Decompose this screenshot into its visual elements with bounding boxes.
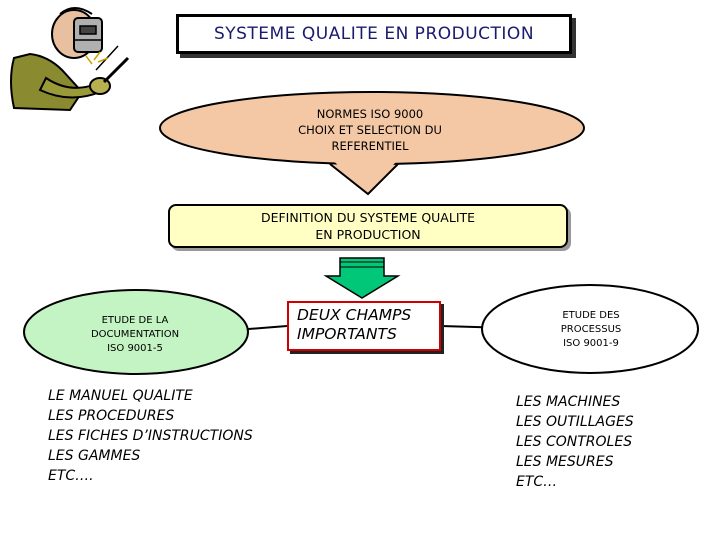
page-title: SYSTEME QUALITE EN PRODUCTION xyxy=(176,14,572,54)
processus-label: ETUDE DES PROCESSUS ISO 9001-9 xyxy=(510,304,672,356)
definition-box: DEFINITION DU SYSTEME QUALITE EN PRODUCT… xyxy=(168,204,568,248)
list-item: ETC…. xyxy=(48,468,94,484)
documentation-line: DOCUMENTATION xyxy=(90,329,180,340)
norms-line: CHOIX ET SELECTION DU xyxy=(298,123,442,137)
central-line: IMPORTANTS xyxy=(297,325,397,343)
list-item: LES FICHES D’INSTRUCTIONS xyxy=(48,428,253,444)
norms-callout: NORMES ISO 9000 CHOIX ET SELECTION DU RE… xyxy=(210,100,530,160)
list-item: LE MANUEL QUALITE xyxy=(48,388,193,404)
documentation-list: LE MANUEL QUALITE LES PROCEDURES LES FIC… xyxy=(48,386,253,486)
list-item: ETC… xyxy=(516,474,558,490)
down-arrow-icon xyxy=(323,257,401,299)
documentation-line: ETUDE DE LA xyxy=(101,315,169,326)
list-item: LES GAMMES xyxy=(48,448,141,464)
processus-line: PROCESSUS xyxy=(560,324,622,335)
list-item: LES OUTILLAGES xyxy=(516,414,634,430)
processus-line: ETUDE DES xyxy=(562,310,620,321)
processus-line: ISO 9001-9 xyxy=(563,338,619,349)
processus-ellipse xyxy=(481,284,699,374)
norms-line: NORMES ISO 9000 xyxy=(316,107,424,121)
list-item: LES PROCEDURES xyxy=(48,408,175,424)
title-text: SYSTEME QUALITE EN PRODUCTION xyxy=(213,24,535,44)
definition-line: DEFINITION DU SYSTEME QUALITE xyxy=(260,210,476,225)
list-item: LES MACHINES xyxy=(516,394,621,410)
central-line: DEUX CHAMPS xyxy=(297,306,412,324)
documentation-label: ETUDE DE LA DOCUMENTATION ISO 9001-5 xyxy=(60,310,210,360)
documentation-ellipse xyxy=(23,289,249,375)
list-item: LES CONTROLES xyxy=(516,434,633,450)
documentation-line: ISO 9001-5 xyxy=(107,343,163,354)
definition-line: EN PRODUCTION xyxy=(315,227,421,242)
list-item: LES MESURES xyxy=(516,454,614,470)
central-box: DEUX CHAMPS IMPORTANTS xyxy=(287,301,441,351)
norms-line: REFERENTIEL xyxy=(331,139,409,153)
processus-list: LES MACHINES LES OUTILLAGES LES CONTROLE… xyxy=(516,392,634,492)
welder-icon xyxy=(10,7,130,112)
